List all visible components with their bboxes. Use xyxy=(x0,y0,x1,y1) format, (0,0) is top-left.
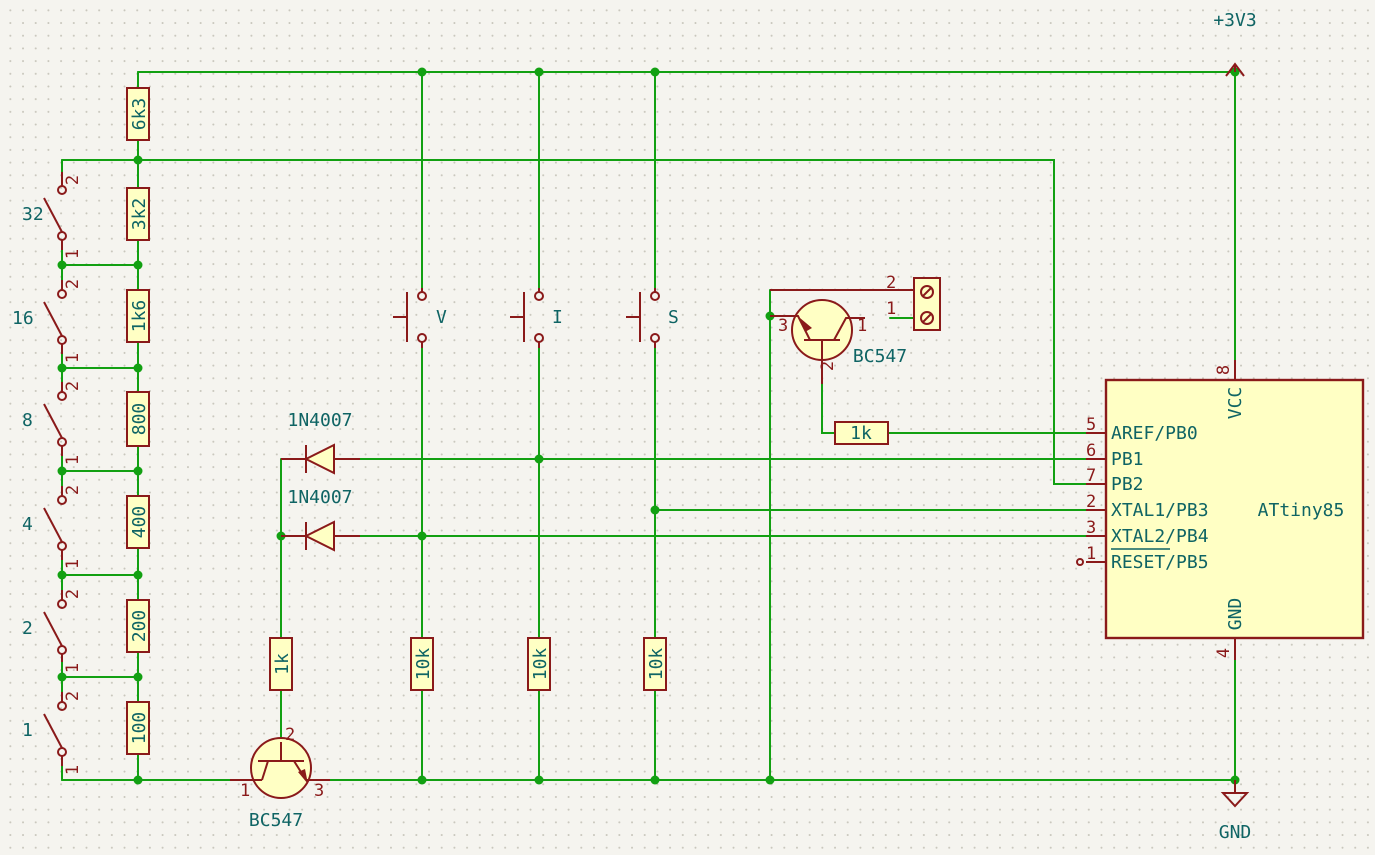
svg-text:XTAL1/PB3: XTAL1/PB3 xyxy=(1111,500,1209,521)
gnd-symbol: GND xyxy=(1219,780,1252,843)
svg-text:400: 400 xyxy=(129,506,150,539)
switch-label: 2 xyxy=(22,618,33,639)
svg-text:1: 1 xyxy=(63,559,83,569)
svg-text:6: 6 xyxy=(1086,441,1096,461)
svg-text:2: 2 xyxy=(886,273,896,293)
svg-text:2: 2 xyxy=(63,691,83,701)
transistor-bc547-right: 3 1 2 BC547 xyxy=(770,299,907,384)
switch-8: 8 2 1 xyxy=(22,381,83,465)
resistor-ladder: 6k3 3k2 1k6 800 400 200 100 xyxy=(126,87,150,755)
svg-text:8: 8 xyxy=(1214,365,1234,375)
switch-label: 16 xyxy=(12,308,34,329)
svg-text:6k3: 6k3 xyxy=(129,98,150,131)
svg-text:4: 4 xyxy=(1214,648,1234,658)
button-v: V xyxy=(393,288,447,348)
svg-text:2: 2 xyxy=(63,381,83,391)
diode-label: 1N4007 xyxy=(287,487,352,508)
switch-2: 2 2 1 xyxy=(22,589,83,673)
diode-2: 1N4007 xyxy=(281,487,360,552)
switch-label: 8 xyxy=(22,410,33,431)
svg-text:1: 1 xyxy=(886,299,896,319)
svg-text:1: 1 xyxy=(240,781,250,801)
svg-text:2: 2 xyxy=(63,279,83,289)
resistor-1k6: 1k6 xyxy=(126,289,150,343)
switch-16: 16 2 1 xyxy=(12,279,83,363)
ic-attiny85: ATtiny85 VCC 8 GND 4 5 AREF/PB0 6 PB1 7 … xyxy=(1076,360,1365,660)
diode-label: 1N4007 xyxy=(287,410,352,431)
svg-text:3k2: 3k2 xyxy=(129,198,150,231)
svg-text:PB1: PB1 xyxy=(1111,449,1144,470)
button-label: S xyxy=(668,307,679,328)
svg-text:2: 2 xyxy=(63,589,83,599)
switch-label: 4 xyxy=(22,514,33,535)
svg-text:200: 200 xyxy=(129,610,150,643)
svg-text:100: 100 xyxy=(129,712,150,745)
switch-32: 32 2 1 xyxy=(22,172,83,259)
button-label: I xyxy=(552,307,563,328)
svg-text:1: 1 xyxy=(857,316,867,336)
resistor-100: 100 xyxy=(126,701,150,755)
svg-text:1k6: 1k6 xyxy=(129,300,150,333)
svg-text:1: 1 xyxy=(63,249,83,259)
svg-text:XTAL2/PB4: XTAL2/PB4 xyxy=(1111,526,1209,547)
svg-text:2: 2 xyxy=(285,725,295,745)
button-s: S xyxy=(626,288,679,348)
svg-text:1k: 1k xyxy=(272,653,293,675)
svg-text:1: 1 xyxy=(1086,544,1096,564)
screw-terminal: 2 1 xyxy=(770,273,941,331)
resistor-400: 400 xyxy=(126,495,150,549)
svg-text:800: 800 xyxy=(129,403,150,436)
svg-text:1: 1 xyxy=(63,663,83,673)
svg-text:10k: 10k xyxy=(413,648,434,681)
resistor-10k-v: 10k xyxy=(410,637,434,691)
svg-text:AREF/PB0: AREF/PB0 xyxy=(1111,423,1198,444)
svg-text:3: 3 xyxy=(1086,518,1096,538)
svg-text:2: 2 xyxy=(63,175,83,185)
svg-text:10k: 10k xyxy=(646,648,667,681)
resistor-200: 200 xyxy=(126,599,150,653)
svg-text:3: 3 xyxy=(778,316,788,336)
svg-text:2: 2 xyxy=(63,485,83,495)
transistor-label: BC547 xyxy=(853,346,907,367)
svg-text:GND: GND xyxy=(1225,598,1246,631)
transistor-label: BC547 xyxy=(249,810,303,831)
resistor-10k-i: 10k xyxy=(527,637,551,691)
vcc-net-label: +3V3 xyxy=(1213,10,1256,31)
resistor-6k3: 6k3 xyxy=(126,87,150,141)
resistor-1k-left: 1k xyxy=(269,637,293,691)
svg-text:1: 1 xyxy=(63,455,83,465)
svg-text:PB2: PB2 xyxy=(1111,474,1144,495)
switch-label: 1 xyxy=(22,720,33,741)
svg-text:RESET/PB5: RESET/PB5 xyxy=(1111,552,1209,573)
switch-label: 32 xyxy=(22,204,44,225)
gnd-net-label: GND xyxy=(1219,822,1252,843)
vcc-symbol: +3V3 xyxy=(1213,10,1257,77)
resistor-1k-right: 1k xyxy=(834,421,889,445)
svg-text:2: 2 xyxy=(818,361,838,371)
junctions xyxy=(57,67,1240,785)
svg-text:2: 2 xyxy=(1086,492,1096,512)
resistor-3k2: 3k2 xyxy=(126,187,150,241)
svg-text:10k: 10k xyxy=(530,648,551,681)
svg-text:7: 7 xyxy=(1086,466,1096,486)
resistor-800: 800 xyxy=(126,391,150,447)
diode-1: 1N4007 xyxy=(281,410,360,475)
ic-name: ATtiny85 xyxy=(1258,500,1345,521)
switch-1: 1 2 1 xyxy=(22,691,83,775)
transistor-bc547-left: 1 2 3 BC547 xyxy=(230,725,330,831)
svg-text:1: 1 xyxy=(63,765,83,775)
button-label: V xyxy=(436,307,447,328)
svg-text:5: 5 xyxy=(1086,415,1096,435)
svg-text:VCC: VCC xyxy=(1225,387,1246,420)
resistor-10k-s: 10k xyxy=(643,637,667,691)
button-i: I xyxy=(510,288,563,348)
svg-text:1k: 1k xyxy=(850,423,872,444)
svg-text:3: 3 xyxy=(314,781,324,801)
svg-text:1: 1 xyxy=(63,353,83,363)
switch-4: 4 2 1 xyxy=(22,485,83,569)
